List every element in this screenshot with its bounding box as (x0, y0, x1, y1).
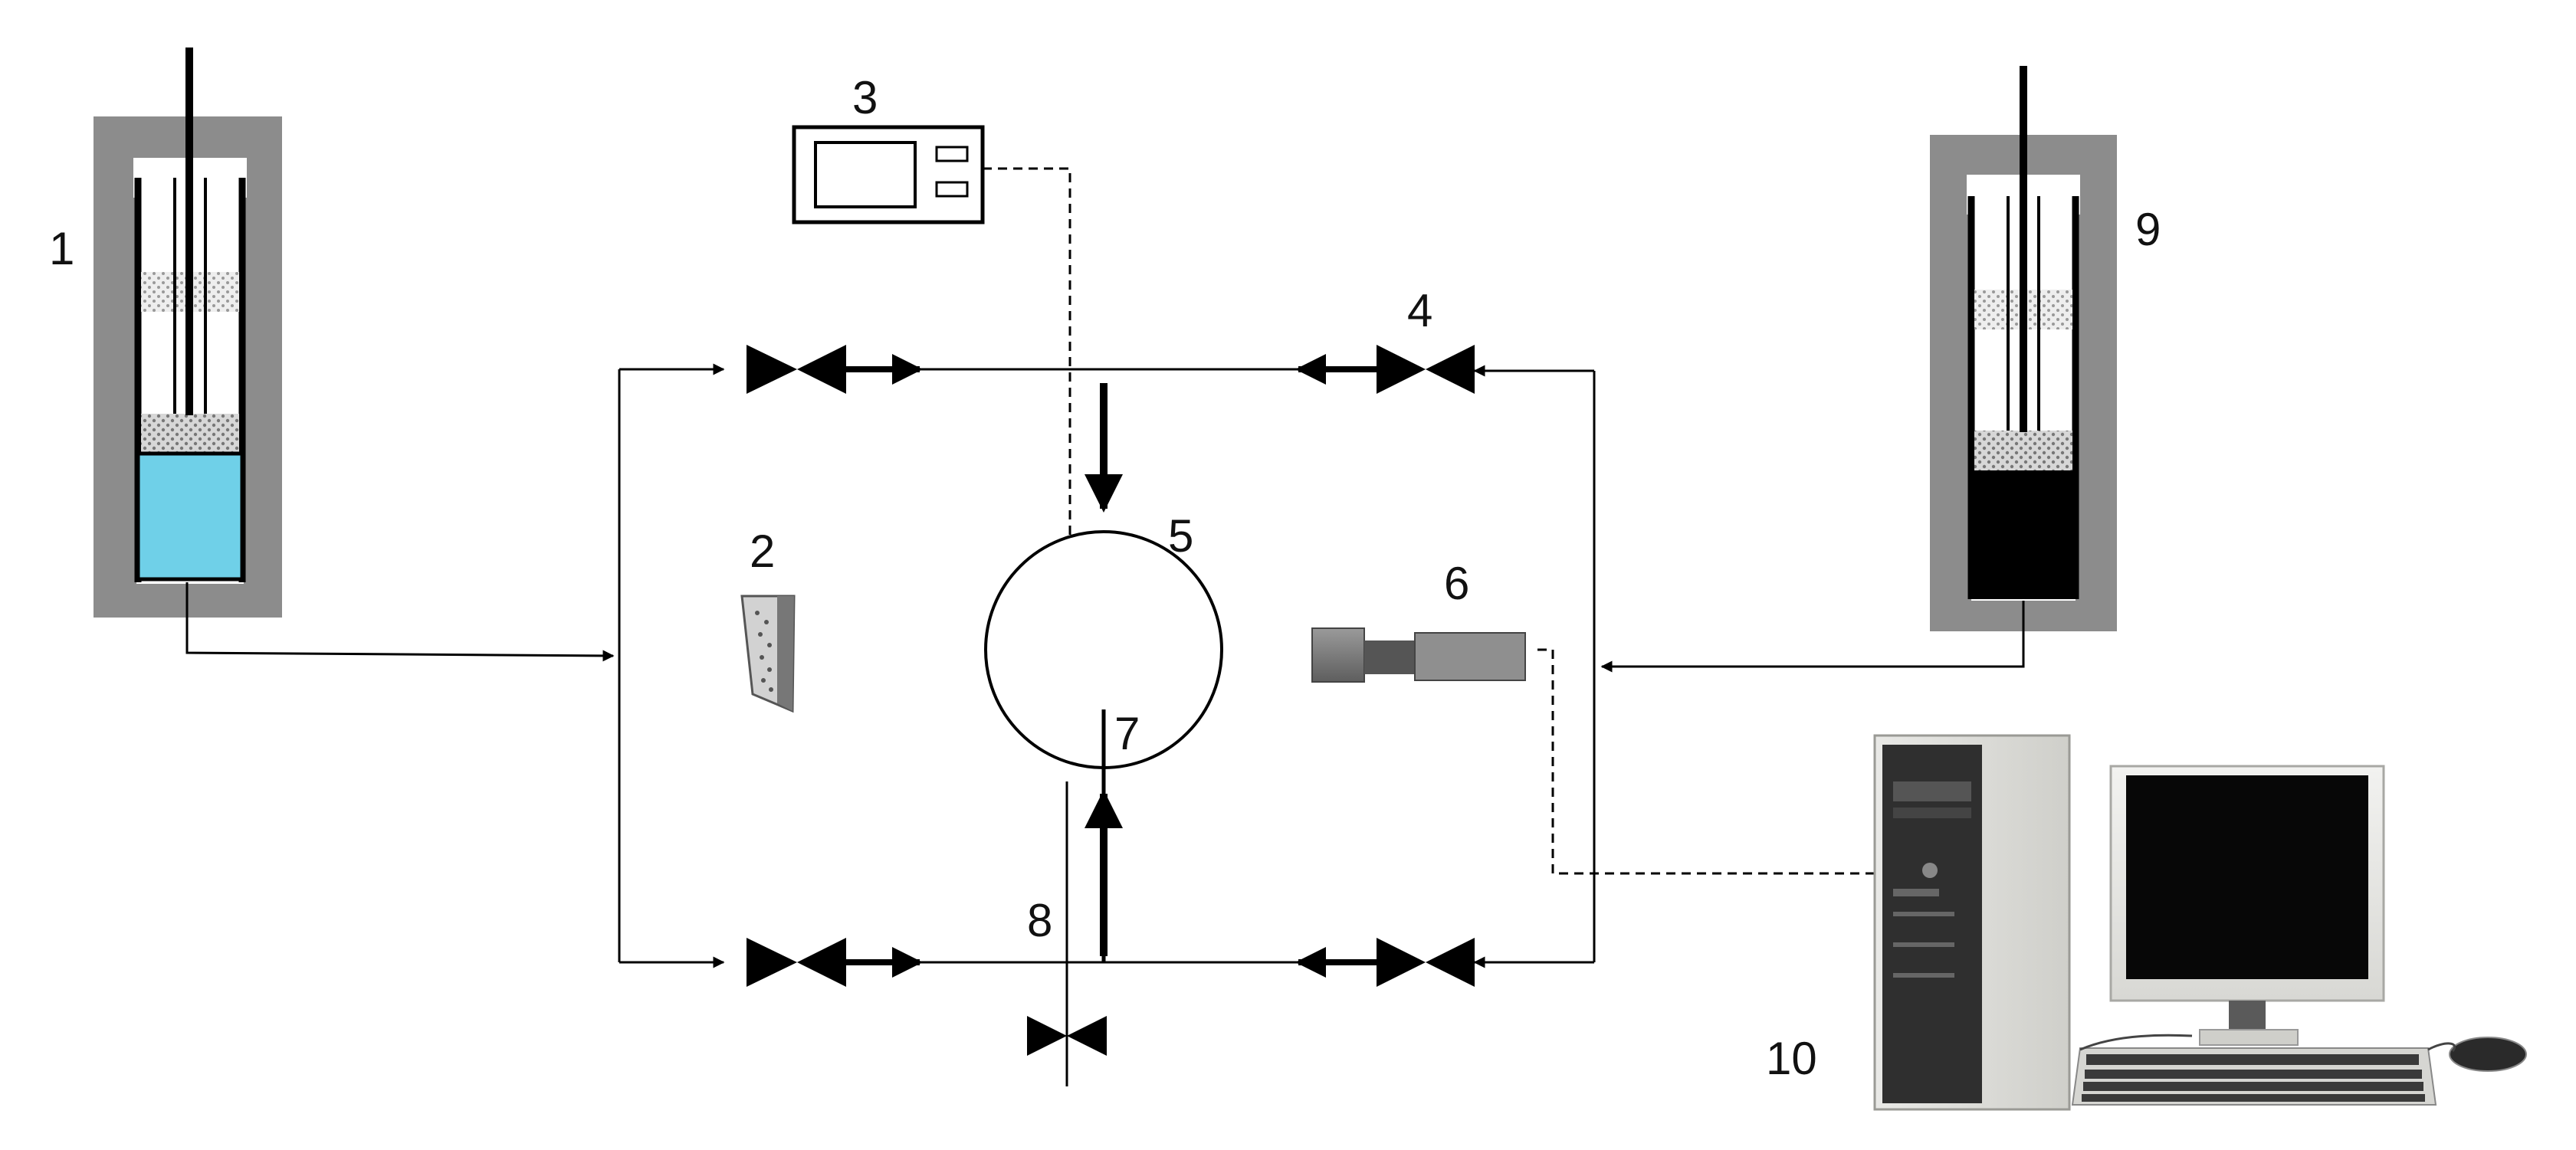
syringe-pump-right: 9 (1930, 66, 2161, 631)
camera-lens (1311, 627, 1365, 683)
flow-arrows (846, 354, 1377, 978)
power-button (1922, 863, 1938, 878)
piston-frit (141, 414, 239, 454)
view-cell: 5 7 (984, 383, 1223, 962)
light-source: 2 (740, 526, 796, 713)
valve-bottom-right (1377, 938, 1475, 987)
label-2: 2 (750, 526, 775, 577)
label-4: 4 (1407, 285, 1432, 336)
mouse (2449, 1037, 2527, 1072)
drain-valve-right (1067, 1016, 1107, 1056)
valve-top-right: 4 (1377, 285, 1475, 394)
computer: 10 (1766, 734, 2527, 1111)
label-1: 1 (49, 223, 74, 274)
camera-signal-line (1537, 648, 1876, 875)
pressure-controller: 3 (792, 72, 985, 224)
camera-mount (1364, 641, 1418, 674)
tower-front-panel (1882, 745, 1982, 1103)
label-6: 6 (1444, 558, 1469, 609)
monitor-neck (2229, 1001, 2266, 1031)
camera-body (1414, 632, 1526, 681)
piston-frit (1974, 431, 2072, 470)
controller-button-bottom (935, 181, 969, 198)
syringe-pump-left: 1 (49, 48, 282, 618)
label-10: 10 (1766, 1033, 1817, 1084)
label-5: 5 (1168, 510, 1193, 562)
valve-bottom-left (747, 938, 846, 987)
label-7: 7 (1114, 708, 1140, 759)
monitor-base (2199, 1029, 2299, 1046)
controller-screen (814, 141, 917, 208)
camera: 6 (1311, 558, 1526, 683)
label-8: 8 (1027, 895, 1052, 946)
oil-liquid (1971, 470, 2076, 599)
controller-button-top (935, 146, 969, 162)
label-9: 9 (2135, 204, 2161, 255)
water-liquid (136, 451, 244, 582)
flow-loop (185, 363, 2025, 968)
label-3: 3 (852, 72, 878, 123)
controller-signal-line (983, 167, 1071, 549)
drain-valve-left (1027, 1016, 1067, 1056)
drain-line: 8 (1027, 781, 1107, 1086)
optical-drive (1893, 781, 1971, 801)
valve-top-left (747, 345, 846, 394)
monitor-screen (2126, 775, 2368, 979)
